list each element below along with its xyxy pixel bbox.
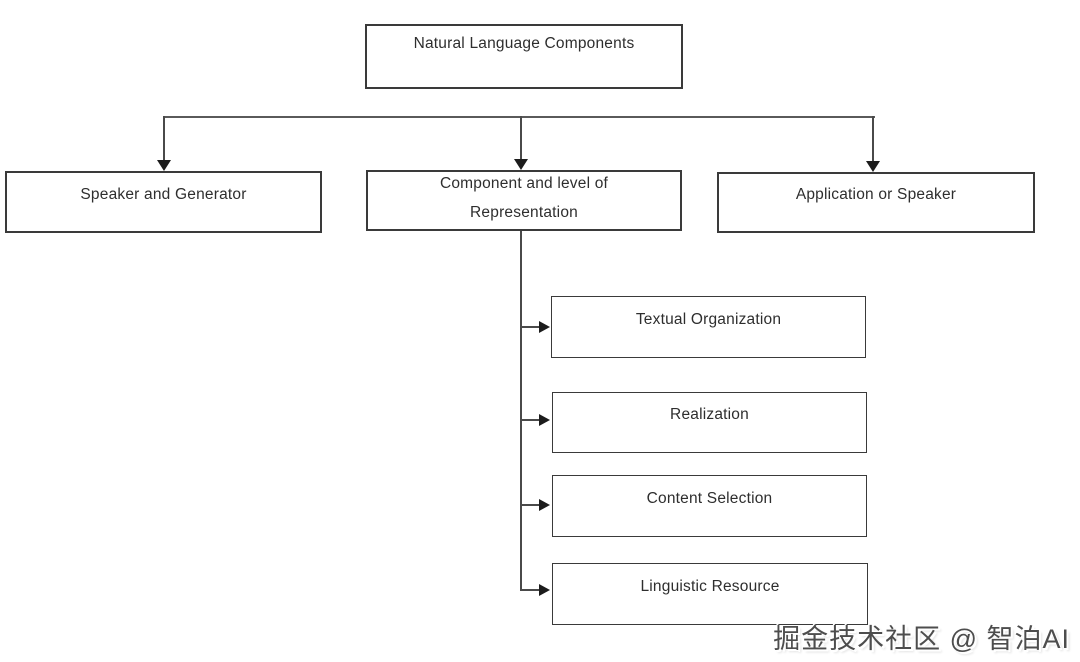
connector-branch-linguistic	[521, 589, 541, 591]
arrowhead-right-icon	[539, 498, 550, 511]
node-realization: Realization	[552, 392, 867, 453]
node-component-and-level-of-representation: Component and level of Representation	[366, 170, 682, 231]
connector-drop-right	[872, 116, 874, 162]
node-content-selection: Content Selection	[552, 475, 867, 537]
node-speaker-and-generator: Speaker and Generator	[5, 171, 322, 233]
node-natural-language-components: Natural Language Components	[365, 24, 683, 89]
connector-trunk-vertical	[520, 231, 522, 591]
arrowhead-down-icon	[866, 161, 880, 172]
arrowhead-right-icon	[539, 320, 550, 333]
connector-branch-textual	[521, 326, 541, 328]
arrowhead-right-icon	[539, 583, 550, 596]
node-application-or-speaker: Application or Speaker	[717, 172, 1035, 233]
connector-horizontal-bar	[163, 116, 875, 118]
connector-branch-realization	[521, 419, 541, 421]
connector-branch-content	[521, 504, 541, 506]
arrowhead-down-icon	[514, 159, 528, 170]
node-textual-organization: Textual Organization	[551, 296, 866, 358]
watermark-text: 掘金技术社区 @ 智泊AI	[773, 624, 1070, 654]
connector-drop-left	[163, 116, 165, 161]
arrowhead-down-icon	[157, 160, 171, 171]
node-linguistic-resource: Linguistic Resource	[552, 563, 868, 625]
arrowhead-right-icon	[539, 413, 550, 426]
connector-drop-middle	[520, 116, 522, 160]
